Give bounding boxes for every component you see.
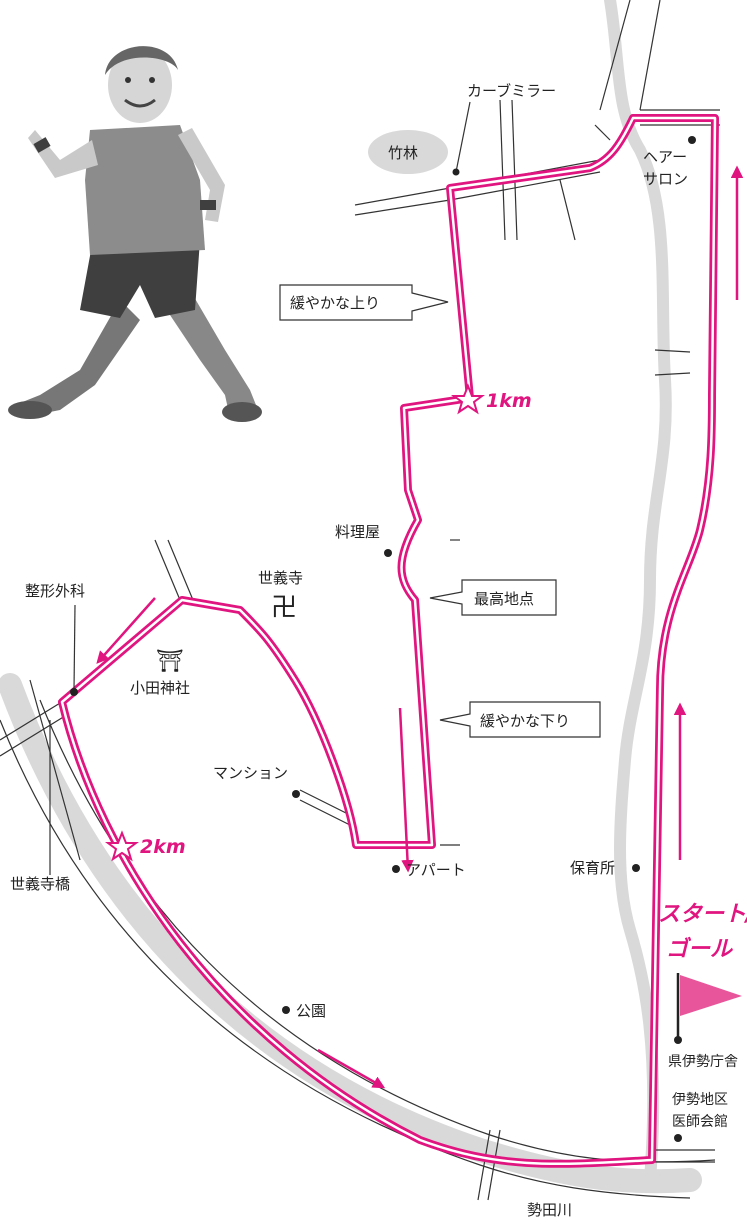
restaurant-label: 料理屋 [335, 523, 380, 541]
park-label: 公園 [296, 1002, 326, 1020]
route-inner [60, 116, 717, 1166]
clinic-label: 整形外科 [25, 582, 85, 600]
nursery-label: 保育所 [570, 859, 615, 877]
direction-arrows [96, 165, 744, 1089]
shrine-icon: ⛩ [156, 649, 184, 674]
river-branch [604, 0, 672, 1186]
star-icon [451, 383, 485, 415]
km2-label: 2km [140, 836, 186, 858]
hair-salon-label-1: ヘアー [643, 148, 687, 166]
temple-icon: 卍 [271, 593, 297, 623]
hair-salon-label-2: サロン [643, 170, 688, 188]
roads [0, 0, 720, 1201]
runner-illustration [8, 46, 262, 422]
medical-hall-label-1: 伊勢地区 [672, 1092, 728, 1108]
gentle-down-label: 緩やかな下り [480, 712, 570, 730]
bridge-label: 世義寺橋 [10, 875, 70, 893]
flag-icon [674, 973, 742, 1044]
star-icon [105, 830, 139, 862]
start-goal-label-1: スタート/ [658, 902, 747, 927]
gentle-up-callout [279, 284, 449, 321]
km1-label: 1km [486, 390, 532, 412]
highest-callout [429, 579, 557, 616]
highest-label: 最高地点 [474, 590, 534, 608]
shrine-label: 小田神社 [130, 679, 190, 697]
river-label: 勢田川 [527, 1201, 572, 1219]
curve-mirror-label: カーブミラー [467, 82, 556, 100]
direction-arrow-icon [96, 597, 156, 664]
gentle-down-callout [439, 701, 601, 738]
mansion-label: マンション [213, 764, 288, 782]
river [0, 673, 702, 1194]
direction-arrow-icon [398, 707, 414, 873]
start-goal-label-2: ゴール [666, 936, 733, 962]
medical-hall-label-2: 医師会館 [672, 1113, 728, 1130]
direction-arrow-icon [317, 1048, 386, 1089]
bamboo-forest-area [368, 130, 448, 174]
pref-office-label: 県伊勢庁舎 [668, 1054, 738, 1070]
bamboo-label: 竹林 [388, 144, 418, 162]
temple-label: 世義寺 [258, 569, 303, 587]
gentle-up-label: 緩やかな上り [290, 294, 380, 312]
apartment-label: アパート [406, 861, 466, 879]
